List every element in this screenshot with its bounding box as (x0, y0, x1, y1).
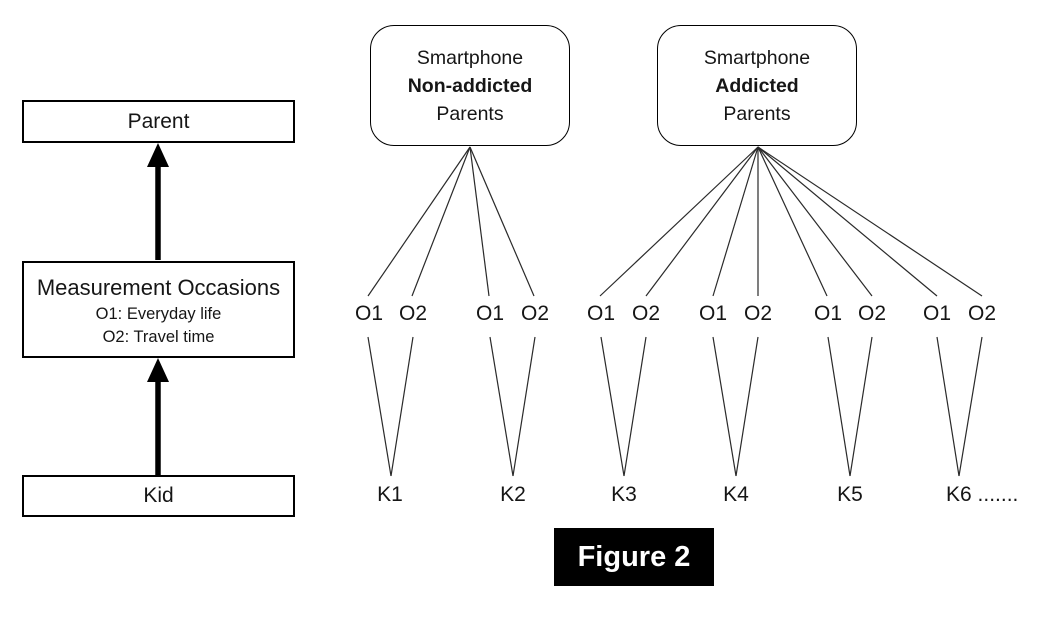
addicted-parents-box: Smartphone Addicted Parents (657, 25, 857, 146)
measurement-o2-line: O2: Travel time (102, 327, 215, 346)
addicted-fan (599, 146, 983, 297)
figure-caption-text: Figure 2 (577, 540, 691, 573)
flow-arrows (147, 143, 169, 475)
kid-label: Kid (143, 484, 174, 507)
group-line: Smartphone (703, 46, 811, 69)
occasion-label: O1 (475, 302, 505, 325)
occasion-label: O2 (743, 302, 773, 325)
occasion-label: O1 (354, 302, 384, 325)
group-line: Parents (436, 102, 504, 125)
kid-node-label: K1 (377, 483, 403, 506)
occasion-label: O2 (857, 302, 887, 325)
non-addicted-parents-box: Smartphone Non-addicted Parents (370, 25, 570, 146)
non-addicted-fan (367, 146, 535, 297)
measurement-occasions-box: Measurement Occasions O1: Everyday life … (22, 261, 295, 358)
figure-caption: Figure 2 (554, 528, 714, 586)
kid-connectors (367, 336, 983, 477)
group-line: Smartphone (416, 46, 524, 69)
parent-box: Parent (22, 100, 295, 143)
occasion-label: O2 (967, 302, 997, 325)
kid-node-label: K3 (611, 483, 637, 506)
group-line-bold: Addicted (715, 74, 799, 97)
measurement-title: Measurement Occasions (36, 274, 281, 300)
group-line: Parents (723, 102, 791, 125)
occasion-label: O1 (586, 302, 616, 325)
group-line-bold: Non-addicted (407, 74, 533, 97)
measurement-o1-line: O1: Everyday life (95, 304, 222, 323)
occasion-label: O1 (813, 302, 843, 325)
occasion-label: O2 (398, 302, 428, 325)
kid-node-label: K2 (500, 483, 526, 506)
kid-node-label: K6 ....... (946, 483, 1019, 506)
parent-label: Parent (127, 109, 190, 133)
occasion-label: O1 (698, 302, 728, 325)
kid-box: Kid (22, 475, 295, 517)
occasion-label: O2 (520, 302, 550, 325)
occasion-label: O2 (631, 302, 661, 325)
kid-node-label: K4 (723, 483, 749, 506)
kid-node-label: K5 (837, 483, 863, 506)
occasion-label: O1 (922, 302, 952, 325)
